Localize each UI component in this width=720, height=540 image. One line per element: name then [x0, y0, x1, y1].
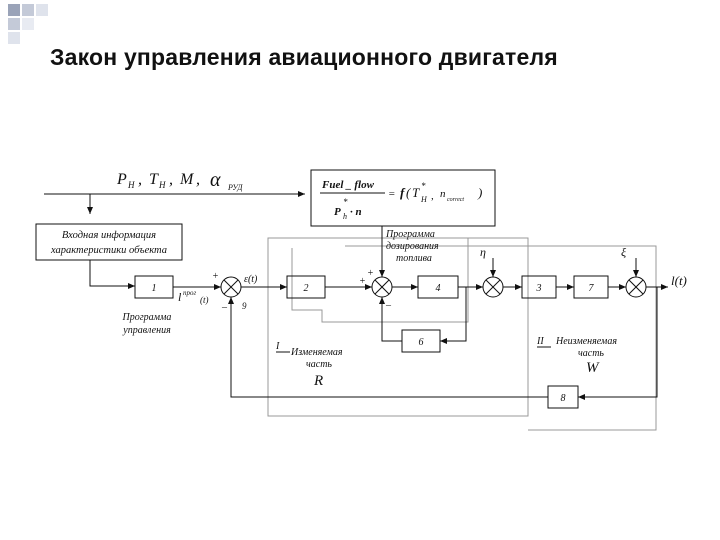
corner-square [36, 4, 48, 16]
block-8-label: 8 [561, 393, 566, 404]
input-info-block [35, 223, 183, 261]
input-M: M [179, 171, 195, 188]
sign-sum1-plus: + [212, 271, 219, 282]
block-3-label: 3 [536, 283, 542, 294]
formula-open: ( [406, 185, 411, 200]
formula-comma: , [431, 190, 434, 202]
formula-T-star: * [421, 181, 426, 191]
input-alpha-sub: РУД [227, 183, 243, 192]
signal-lprog-sup: прог [183, 289, 197, 297]
sign-sum2-plus: + [367, 268, 374, 279]
block-1-label: 1 [152, 283, 157, 294]
fixed-part-line-2: часть [578, 348, 604, 359]
info-to-block1 [89, 260, 135, 289]
formula-T: T [412, 185, 420, 200]
corner-square [22, 18, 34, 30]
junction-signs: + – + + – [212, 268, 392, 313]
signal-xi: ξ [621, 245, 627, 259]
block-4-label: 4 [436, 283, 441, 294]
fixed-part-num: II [536, 336, 544, 347]
block8-to-sum1 [228, 297, 548, 398]
input-P-sub: H [127, 180, 135, 190]
fuel-program-line-2: дозирования [386, 241, 439, 252]
block-2-label: 2 [304, 283, 309, 294]
corner-square [8, 4, 20, 16]
formula-f: f [400, 185, 406, 200]
sign-sum2-minus: – [385, 300, 392, 311]
fixed-part-label: II Неизменяемая часть W [536, 336, 617, 376]
formula-T-sub: H [420, 195, 428, 204]
input-T-sub: H [158, 180, 166, 190]
variable-part-line-1: Изменяемая [290, 347, 343, 358]
formula-box [310, 169, 496, 227]
region-variable-part [267, 237, 529, 417]
region-divider [291, 238, 469, 323]
slide-title: Закон управления авиационного двигателя [50, 44, 558, 70]
corner-square [22, 4, 34, 16]
input-sep: , [196, 171, 200, 188]
formula-n: n [440, 188, 446, 200]
corner-square [8, 18, 20, 30]
sign-sum2-plus-left: + [359, 276, 366, 287]
input-alpha: α [210, 169, 221, 191]
input-sep: , [138, 171, 142, 188]
formula-den-star: * [343, 197, 348, 207]
block6-to-sum2 [379, 297, 402, 342]
block-numbers: 1 2 4 3 7 6 8 [152, 283, 595, 404]
fuel-program-line-3: топлива [396, 253, 432, 264]
variable-part-num: I [275, 341, 280, 352]
input-P: P [116, 171, 127, 188]
input-info-line-2: характеристики объекта [50, 245, 167, 256]
formula-den-sub: h [343, 212, 347, 221]
block-6-label: 6 [419, 337, 424, 348]
control-program-label: Программа управления [122, 312, 172, 336]
feedback-to-block6 [440, 287, 467, 344]
signal-eps: ε(t) [244, 274, 258, 285]
formula-den-rest: · n [350, 206, 362, 218]
region-fixed-part [345, 245, 657, 431]
feedback-to-block8 [578, 287, 658, 400]
fixed-part-line-1: Неизменяемая [555, 336, 617, 347]
inputs-label: P H , T H , M , α РУД [116, 169, 243, 192]
signal-nine: 9 [242, 301, 247, 311]
input-T: T [149, 171, 159, 188]
variable-part-line-2: часть [306, 359, 332, 370]
variable-part-label: I Изменяемая часть R [275, 341, 343, 389]
signal-lprog-arg: (t) [200, 295, 209, 305]
formula-eq: = [388, 188, 395, 200]
sign-sum1-minus: – [221, 302, 228, 313]
fixed-part-letter: W [586, 360, 600, 376]
formula-n-sub: correct [447, 197, 464, 203]
input-info-text: Входная информация характеристики объект… [50, 230, 167, 256]
fuel-formula: Fuel _ flow P * h · n = f ( T * H , n co… [321, 179, 482, 221]
input-sep: , [169, 171, 173, 188]
control-program-line-2: управления [122, 325, 171, 336]
formula-close: ) [477, 185, 482, 200]
signal-output: l(t) [671, 273, 687, 288]
formula-numerator: Fuel _ flow [321, 179, 375, 191]
input-info-line-1: Входная информация [62, 230, 156, 241]
signal-labels: ε(t) l прог (t) l(t) η ξ 9 [178, 245, 687, 311]
corner-square [8, 32, 20, 44]
formula-den-p: P [334, 206, 341, 218]
variable-part-letter: R [313, 373, 323, 389]
fuel-program-label: Программа дозирования топлива [385, 229, 439, 264]
block-7-label: 7 [589, 283, 595, 294]
control-program-line-1: Программа [122, 312, 172, 323]
signal-lprog: l [178, 290, 182, 304]
signal-eta: η [480, 245, 486, 259]
fuel-program-line-1: Программа [385, 229, 435, 240]
